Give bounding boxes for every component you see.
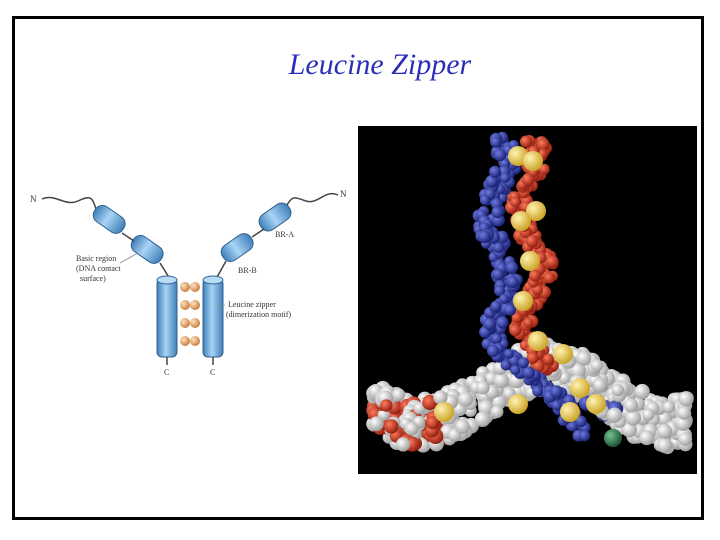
c-label-left: C <box>164 368 169 377</box>
leucine-residues <box>180 282 200 346</box>
basic-region-label-2: (DNA contact <box>76 264 121 273</box>
leucine-zipper-schematic: N N BR-A BR-B Basic region (DNA contact … <box>30 189 347 377</box>
basic-region-helix-right <box>258 202 292 232</box>
basic-region-helix-right-2 <box>220 233 254 263</box>
space-filling-molecular-model <box>358 126 697 474</box>
zipper-label-2: (dimerization motif) <box>226 310 291 319</box>
leucine-atoms <box>434 146 622 447</box>
basic-region-label-1: Basic region <box>76 254 116 263</box>
basic-region-helix-left-2 <box>130 234 164 264</box>
slide-title: Leucine Zipper <box>288 48 472 81</box>
br-b-label: BR-B <box>238 266 257 275</box>
n-label-right: N <box>340 189 347 199</box>
c-label-right: C <box>210 368 215 377</box>
br-a-label: BR-A <box>275 230 294 239</box>
n-terminal-tail-left <box>41 196 97 210</box>
basic-region-helix-left <box>92 204 126 234</box>
zipper-helix-right <box>202 278 224 358</box>
n-label-left: N <box>30 194 37 204</box>
zipper-helix-left <box>156 278 178 358</box>
n-terminal-tail-right <box>285 192 339 208</box>
basic-region-label-3: surface) <box>80 274 106 283</box>
zipper-label-1: Leucine zipper <box>228 300 276 309</box>
